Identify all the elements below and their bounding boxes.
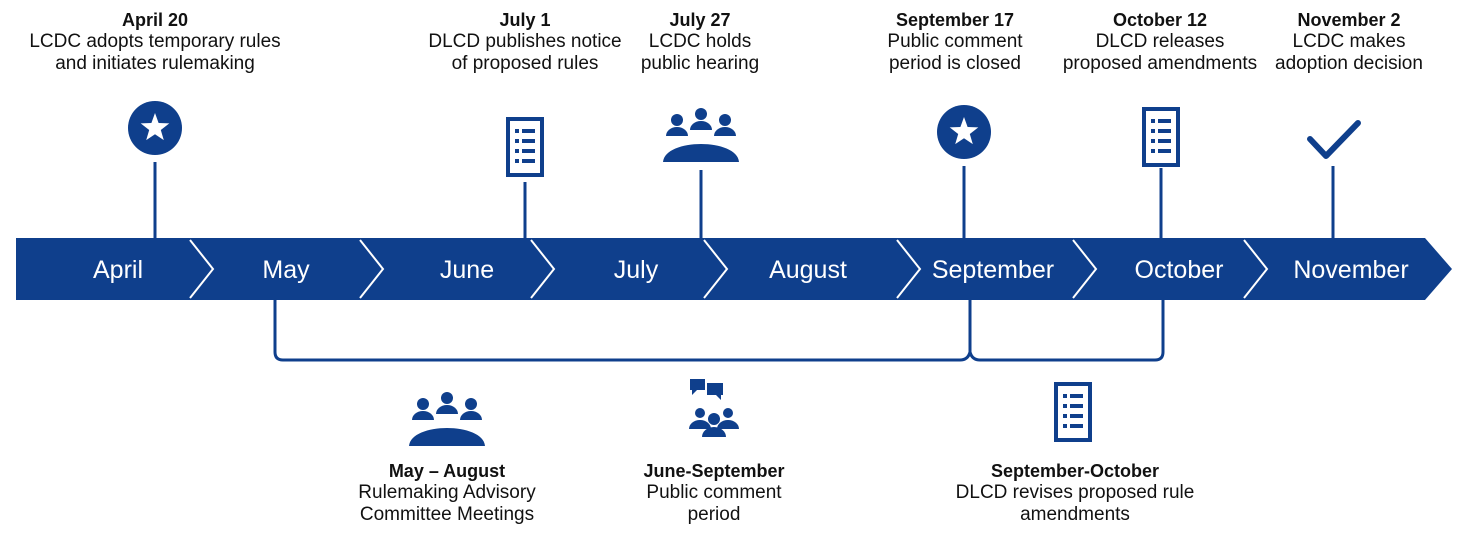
period-may-august: May – August Rulemaking Advisory Committ…	[322, 460, 572, 526]
milestone-november-2: November 2 LCDC makes adoption decision	[1239, 9, 1459, 75]
month-label-november: November	[1293, 256, 1408, 284]
milestone-description: LCDC adopts temporary rules and initiate…	[29, 31, 281, 74]
month-divider	[530, 239, 556, 299]
milestone-october-12: October 12 DLCD releases proposed amendm…	[1035, 9, 1285, 75]
milestone-description: LCDC holds public hearing	[640, 31, 760, 74]
milestone-september-17: September 17 Public comment period is cl…	[830, 9, 1080, 75]
period-description: Public comment period	[646, 482, 782, 525]
month-divider	[896, 239, 922, 299]
milestone-description: LCDC makes adoption decision	[1275, 31, 1423, 74]
milestone-date: July 27	[669, 10, 731, 30]
milestone-date: November 2	[1297, 10, 1401, 30]
milestone-july-1: July 1 DLCD publishes notice of proposed…	[375, 9, 675, 75]
month-label-may: May	[262, 256, 310, 284]
document-list-icon	[506, 117, 544, 177]
meeting-icon	[409, 392, 485, 446]
checkmark-icon	[1310, 123, 1358, 156]
month-label-april: April	[93, 256, 143, 284]
milestone-date: July 1	[499, 10, 551, 30]
milestone-description: DLCD publishes notice of proposed rules	[428, 31, 622, 74]
month-divider	[189, 239, 215, 299]
period-date: June-September	[643, 461, 785, 481]
month-dividers	[189, 239, 1269, 299]
document-list-icon	[1142, 107, 1180, 167]
month-divider	[359, 239, 385, 299]
milestone-description: Public comment period is closed	[887, 31, 1023, 74]
milestone-connectors	[153, 162, 1335, 238]
timeline-arrow-band: April May June July August September Oct…	[16, 238, 1452, 300]
month-label-september: September	[932, 256, 1054, 284]
month-label-july: July	[614, 256, 659, 284]
star-icon	[128, 101, 182, 155]
milestone-date: October 12	[1112, 10, 1208, 30]
period-date: May – August	[388, 461, 506, 481]
period-description: DLCD revises proposed rule amendments	[955, 482, 1195, 525]
discussion-group-icon	[689, 379, 739, 437]
month-label-june: June	[440, 256, 494, 284]
period-september-october: September-October DLCD revises proposed …	[925, 460, 1225, 526]
document-list-icon	[1054, 382, 1092, 442]
bracket-september-october	[968, 300, 1165, 362]
milestone-april-20: April 20 LCDC adopts temporary rules and…	[5, 9, 305, 75]
arrow-band-shape	[16, 238, 1452, 300]
bracket-may-september	[273, 300, 972, 362]
period-description: Rulemaking Advisory Committee Meetings	[358, 482, 536, 525]
month-divider	[1072, 239, 1098, 299]
milestone-july-27: July 27 LCDC holds public hearing	[605, 9, 795, 75]
milestone-date: April 20	[121, 10, 189, 30]
month-divider	[1243, 239, 1269, 299]
month-divider	[703, 239, 729, 299]
milestone-date: September 17	[895, 10, 1015, 30]
period-june-september: June-September Public comment period	[594, 460, 834, 526]
star-icon	[937, 105, 991, 159]
meeting-icon	[663, 108, 739, 162]
milestone-description: DLCD releases proposed amendments	[1062, 31, 1258, 74]
period-date: September-October	[990, 461, 1160, 481]
period-brackets	[273, 300, 1165, 362]
month-label-august: August	[769, 256, 847, 284]
month-label-october: October	[1135, 256, 1224, 284]
